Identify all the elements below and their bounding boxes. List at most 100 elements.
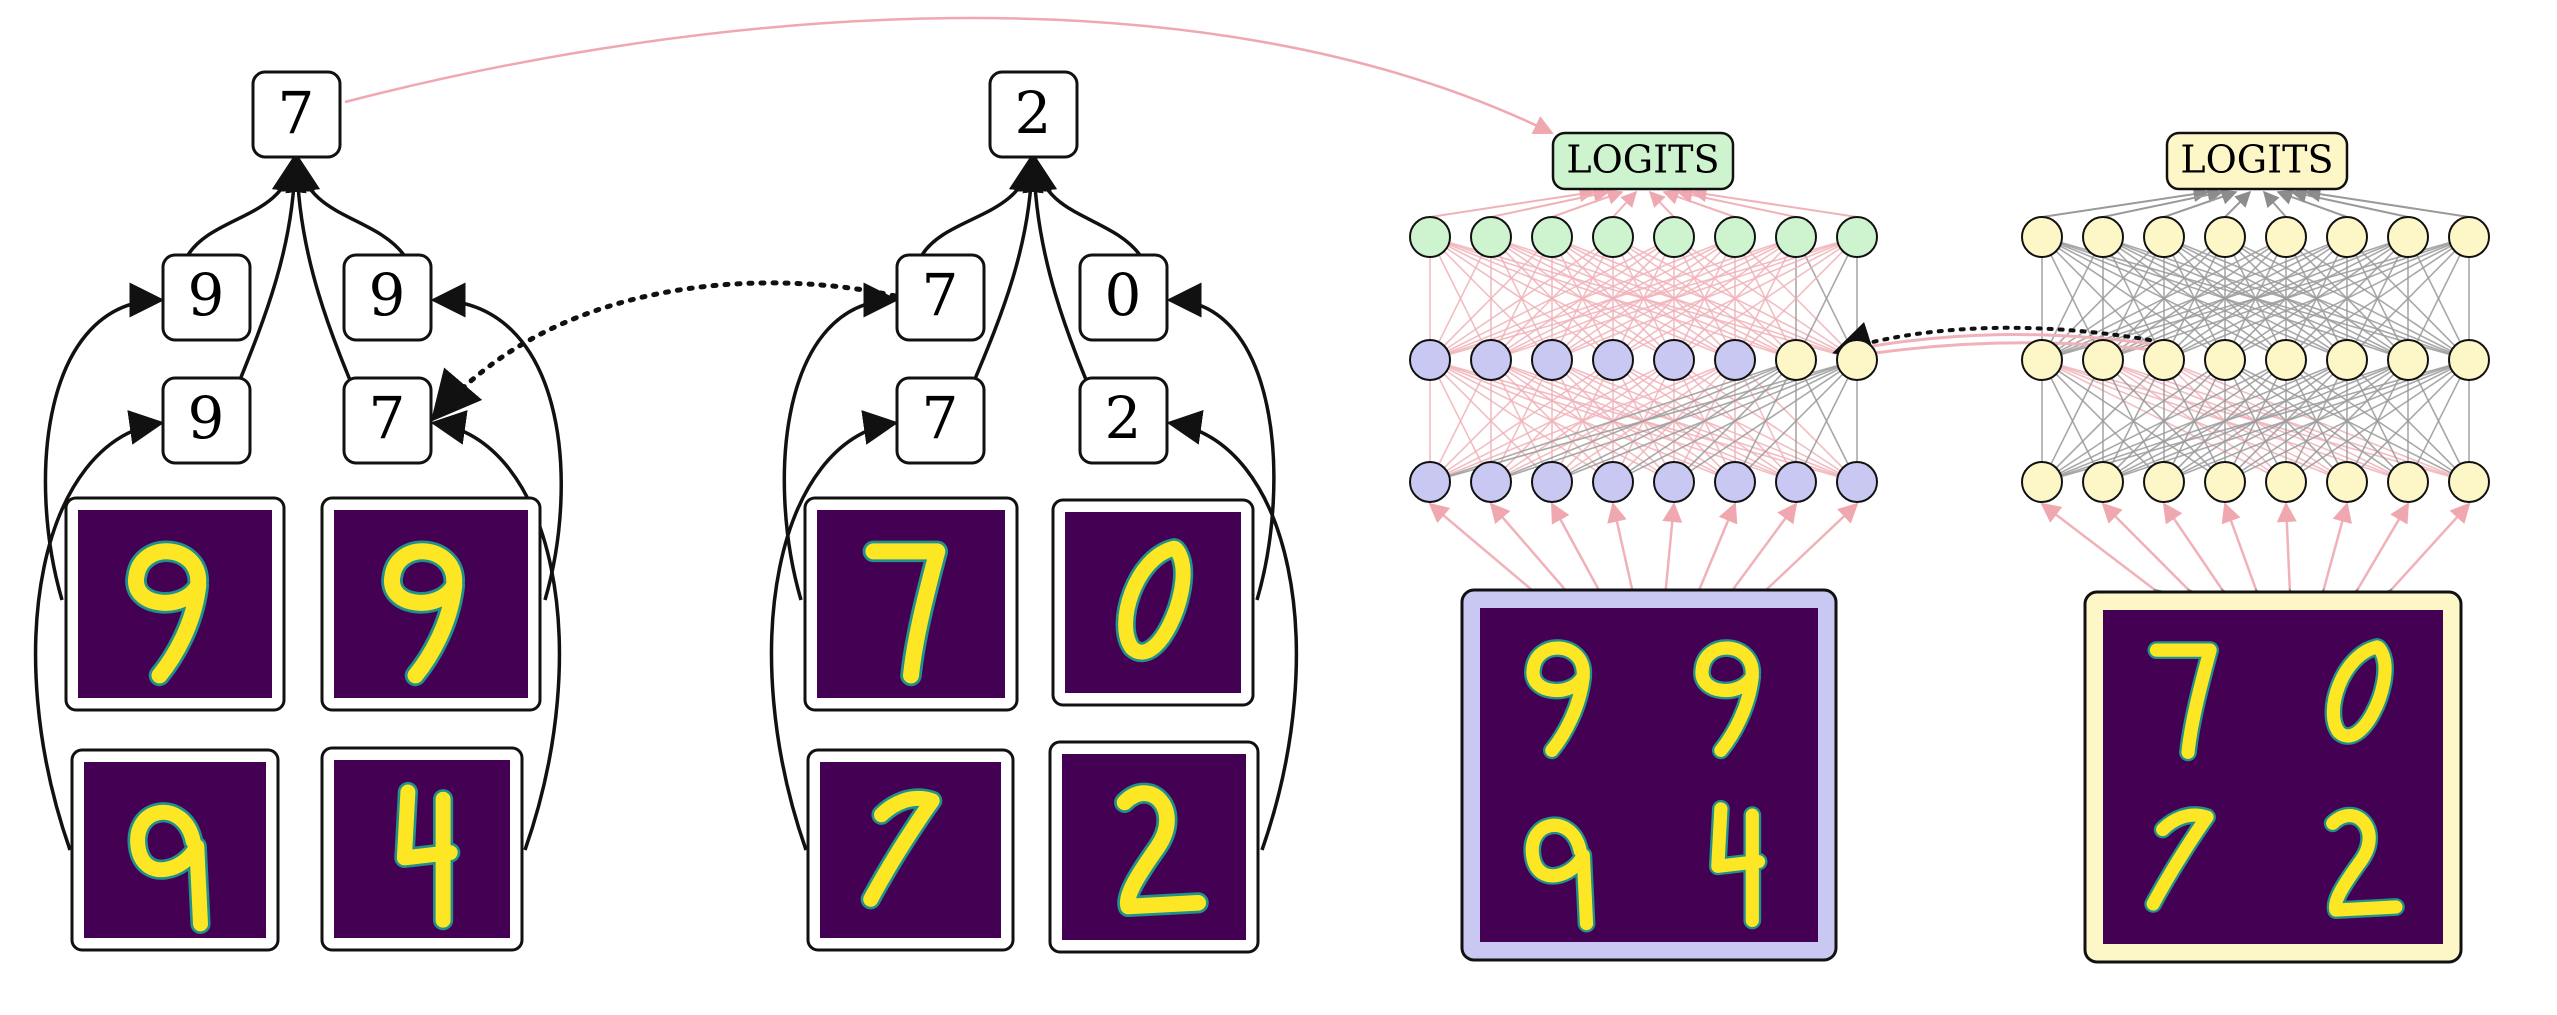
left-net-logits-fan-line-1 [1490,187,1610,218]
tree-middle-tile-1-image [817,510,1005,698]
tree-middle-tile-2-image-bg [1065,512,1241,693]
left-net-edges-top-edge-7-3 [1612,236,1858,361]
left-net-hidden-node-6 [1775,339,1817,381]
left-net-input-lines-line-3 [1607,502,1646,610]
left-net-input-grid-digit-2 [1486,781,1643,936]
left-net-edges-bottom-edge-7-2 [1551,359,1858,483]
right-net-edges-bottom-edge-5-0 [2041,359,2348,483]
left-net-edges-top-edge-2-0 [1429,236,1553,361]
tree-left-tile-4-image-stroke [396,784,458,928]
left-net-edges-bottom-edge-4-0 [1429,359,1675,483]
tree-left-tile-2-image-stroke [384,543,463,684]
tree-middle-l2-node-a: 7 [895,376,986,465]
right-net-hidden-node-4 [2265,339,2307,381]
right-net-edges-bottom-edge-7-3 [2224,359,2470,483]
left-net-edges-bottom-edge-5-0 [1429,359,1736,483]
left-net-output-node-6 [1775,216,1817,258]
dotted-cross-arrow [430,280,898,422]
tree-left-l1-label-b: 9 [369,261,406,329]
tree-left-tile-3-image-bg [84,762,266,938]
right-net-input-node-4 [2265,461,2307,503]
right-net-output-node-6 [2387,216,2429,258]
tree-middle-arrow-tile2-l1b [1166,282,1276,601]
right-net-edges-top-edge-7-3 [2224,236,2470,361]
right-net-logits-fan-line-7 [2304,186,2470,218]
right-net-edges-top-edge-7-2 [2163,236,2470,361]
left-net-edges-top [1429,236,1858,361]
tree-left-arrow-tile4-l2b [430,410,562,851]
right-net-logits-fan [2041,186,2470,218]
tree-middle-arrow-tile1-l1a [782,282,899,601]
left-net-output-node-3 [1592,216,1634,258]
right-net-input-lines-line-4 [2276,502,2301,609]
right-net-hidden-node-0 [2021,339,2063,381]
tree-middle-tile-2-image-stroke [1118,540,1191,660]
tree-middle-tile-2 [1051,498,1255,707]
left-net-hidden-node-3 [1592,339,1634,381]
left-net-input-grid-digit-3-stroke [1711,802,1766,928]
tree-middle-l1-node-a: 7 [895,253,986,342]
left-net-input-node-4 [1653,461,1695,503]
right-net-input-grid-digit-0 [2109,616,2267,771]
right-net-input-grid-digit-3-stroke [2326,809,2403,917]
left-net-input-lines-line-6 [1713,502,1798,611]
digit-tiles [64,496,1260,954]
tree-middle-l2-label-a: 7 [922,384,959,452]
left-net-input-grid-digit-2-stroke [1525,818,1594,931]
right-net-hidden-node-1 [2082,339,2124,381]
right-net-input-lines-line-0 [2040,502,2176,609]
tree-left-tile-4 [320,746,524,952]
left-net-edges-top-edge-3-0 [1429,236,1614,361]
right-net-output-node-1 [2082,216,2124,258]
right-net-edges-bottom-edge-2-0 [2041,359,2165,483]
left-net-logits-fan [1429,186,1858,218]
right-net-logits-fan-line-0 [2041,186,2210,218]
tree-left-l1-node-a: 9 [161,253,252,342]
right-net-edges-bottom-edge-7-4 [2285,359,2470,483]
logits-label-left: LOGITS [1566,138,1719,182]
tree-left-arrow-tile3-l2a [33,410,165,851]
left-net-edges-top-edge-7-6 [1795,236,1858,361]
right-net-edges-top-edge-5-0 [2041,236,2348,361]
left-net-input-grid [1460,588,1838,962]
left-net-logits-fan-line-4 [1648,190,1675,218]
right-net-input-grid-digit-0-stroke [2149,643,2217,759]
tree-middle-l2-label-b: 2 [1105,384,1142,452]
left-net-input-node-2 [1531,461,1573,503]
right-net-edges-bottom-edge-7-0 [2041,359,2470,483]
right-net-input-node-7 [2448,461,2490,503]
right-net-edges-top-edge-7-4 [2285,236,2470,361]
left-net-input-grid-digit-1-stroke [1695,641,1759,757]
cross-arrows [1832,321,2171,367]
left-net-input-lines-line-0 [1428,502,1553,610]
left-net-hidden-node-5 [1714,339,1756,381]
right-net-edges-bottom-edge-7-6 [2407,359,2470,483]
right-net-edges-bottom-edge-7-2 [2163,359,2470,483]
right-net-input-grid-digit-2 [2109,783,2267,938]
right-net-input-node-6 [2387,461,2429,503]
left-net-edges-bottom-edge-3-0 [1429,359,1614,483]
right-net-output-node-2 [2143,216,2185,258]
tree-left-tile-2-image [334,510,528,698]
tree-left-l1-node-b: 9 [342,253,433,342]
left-net-edges-bottom-edge-2-0 [1429,359,1553,483]
right-net-hidden-node-2 [2143,339,2185,381]
left-net-input-lines-line-5 [1682,502,1738,611]
tree-middle-arrow-tile3-l2a [769,410,899,851]
tree-middle-root-node: 2 [988,70,1079,159]
left-net-input-node-7 [1836,461,1878,503]
tree-middle-tile-4-image-stroke [1116,785,1207,915]
left-net-input-grid-digit-0-stroke [1526,641,1590,757]
right-net-input-lines-line-7 [2371,502,2471,611]
left-net-output-node-4 [1653,216,1695,258]
tree-left: 7 9 9 9 7 [161,70,433,465]
input-grids [1460,588,2463,964]
right-net-input-grid-digit-3 [2279,783,2437,938]
tree-middle: 2 7 0 7 2 [895,70,1169,465]
root-to-logits-arrow [344,16,1554,135]
left-net-input-grid-digit-2-bg [1486,781,1643,936]
left-net-hidden-node-4 [1653,339,1695,381]
cross-net-dotted-arrow [1832,321,2152,361]
left-net-edges-bottom-edge-7-6 [1795,359,1858,483]
tree-middle-tile-1 [803,496,1019,712]
